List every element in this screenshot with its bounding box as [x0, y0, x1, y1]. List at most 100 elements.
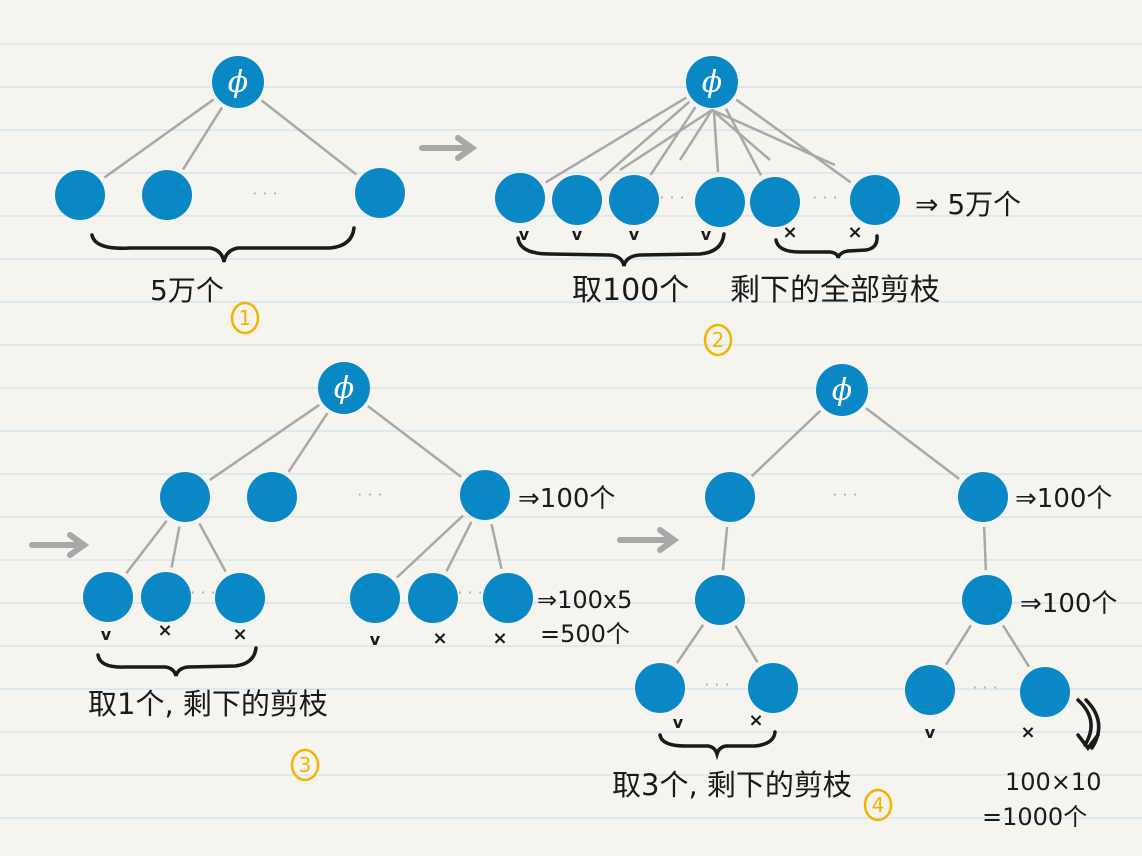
step-markers: [230, 301, 893, 822]
tree-node: [750, 177, 800, 227]
edge: [181, 106, 224, 171]
root-symbol: ϕ: [228, 65, 248, 100]
edge: [721, 526, 729, 571]
edge: [125, 520, 168, 574]
keep-mark: v: [519, 225, 530, 244]
brace-panel1: [90, 226, 356, 263]
prune-mark: ×: [1020, 722, 1035, 743]
edge: [490, 524, 503, 569]
tree-node: [695, 177, 745, 227]
tree-node: [958, 472, 1008, 522]
keep-mark: v: [629, 225, 640, 244]
brace-take: [516, 232, 726, 267]
edge: [944, 624, 973, 666]
prune-mark: ×: [847, 222, 862, 243]
root-node: [686, 56, 738, 108]
tree-node: [962, 575, 1012, 625]
root-symbol: ϕ: [334, 371, 354, 406]
panel4-calc: 100×10: [1005, 768, 1101, 796]
tree-node: [141, 572, 191, 622]
tree-node: [635, 663, 685, 713]
edge-partial: [711, 109, 771, 161]
tree-node: [83, 572, 133, 622]
tree-node: [850, 175, 900, 225]
root-node: [318, 362, 370, 414]
tree-node: [460, 470, 510, 520]
panel3-level2-total: =500个: [540, 620, 630, 648]
panel2-take-label: 取100个: [572, 273, 689, 308]
flow-arrows: [29, 135, 680, 558]
panel4-note: 取3个, 剩下的剪枝: [612, 768, 852, 802]
edge: [750, 409, 822, 478]
tree-node: [705, 472, 755, 522]
ellipsis: · · ·: [457, 583, 482, 602]
node-marks: · · ·· · ·· · ·· · ·· · ·· · ·· · ·· · ·…: [101, 184, 1036, 743]
step-number-3: 3: [299, 753, 312, 777]
brace-panel3: [96, 646, 258, 677]
panel1-count-label: 5万个: [150, 274, 224, 307]
edge: [260, 99, 358, 176]
edge-partial: [711, 108, 836, 167]
brace-panel4: [658, 730, 777, 761]
arrow-right-icon: [617, 527, 680, 553]
tree-node: [1020, 667, 1070, 717]
tree-node: [695, 575, 745, 625]
edge: [170, 526, 181, 568]
step-marker-4: [863, 788, 893, 822]
root-symbol: ϕ: [832, 373, 852, 408]
edge: [287, 412, 329, 473]
ellipsis: · · ·: [659, 188, 684, 207]
ink-strokes: [90, 226, 1101, 761]
prune-mark: ×: [157, 620, 172, 641]
curved-arrow-icon: [1076, 698, 1101, 751]
ellipsis: · · ·: [812, 188, 837, 207]
keep-mark: v: [701, 225, 712, 244]
tree-node: [609, 175, 659, 225]
edge: [865, 407, 960, 480]
tree-node: [142, 170, 192, 220]
arrow-right-icon: [419, 135, 478, 161]
panel2-prune-label: 剩下的全部剪枝: [730, 273, 940, 308]
edge: [675, 624, 705, 664]
panel4-level1-label: ⇒100个: [1015, 484, 1112, 514]
tree-node: [748, 663, 798, 713]
panel4-total: =1000个: [982, 803, 1087, 831]
brace-prune: [774, 234, 879, 259]
prune-mark: ×: [492, 628, 507, 649]
prune-mark: ×: [432, 628, 447, 649]
edge: [367, 405, 462, 478]
edge: [649, 106, 697, 176]
edge: [545, 96, 687, 184]
tree-node: [408, 573, 458, 623]
edge: [712, 111, 720, 173]
ellipsis: · · ·: [704, 675, 729, 694]
prune-mark: ×: [748, 710, 763, 731]
edge: [734, 625, 759, 663]
tree-node: [483, 573, 533, 623]
ellipsis: · · ·: [190, 583, 215, 602]
step-number-1: 1: [239, 306, 252, 330]
tree-node: [905, 665, 955, 715]
ellipsis: · · ·: [832, 485, 857, 504]
tree-node: [55, 170, 105, 220]
tree-node: [350, 573, 400, 623]
ellipsis: · · ·: [252, 184, 277, 203]
keep-mark: v: [673, 713, 684, 732]
edge: [1001, 624, 1031, 668]
edge: [103, 98, 215, 179]
edge: [982, 526, 988, 571]
edge: [598, 100, 691, 182]
step-marker-3: [290, 748, 320, 782]
panel4-level2-label: ⇒100个: [1020, 589, 1117, 619]
edge-partial: [619, 108, 713, 172]
panel3-level2-label: ⇒100x5: [537, 586, 632, 614]
edge: [735, 98, 852, 184]
panel3-note: 取1个, 剩下的剪枝: [88, 687, 328, 721]
prune-mark: ×: [232, 624, 247, 645]
keep-mark: v: [370, 630, 381, 649]
step-marker-2: [703, 323, 733, 357]
tree-node: [552, 175, 602, 225]
keep-mark: v: [925, 723, 936, 742]
tree-edges: [103, 96, 1031, 668]
